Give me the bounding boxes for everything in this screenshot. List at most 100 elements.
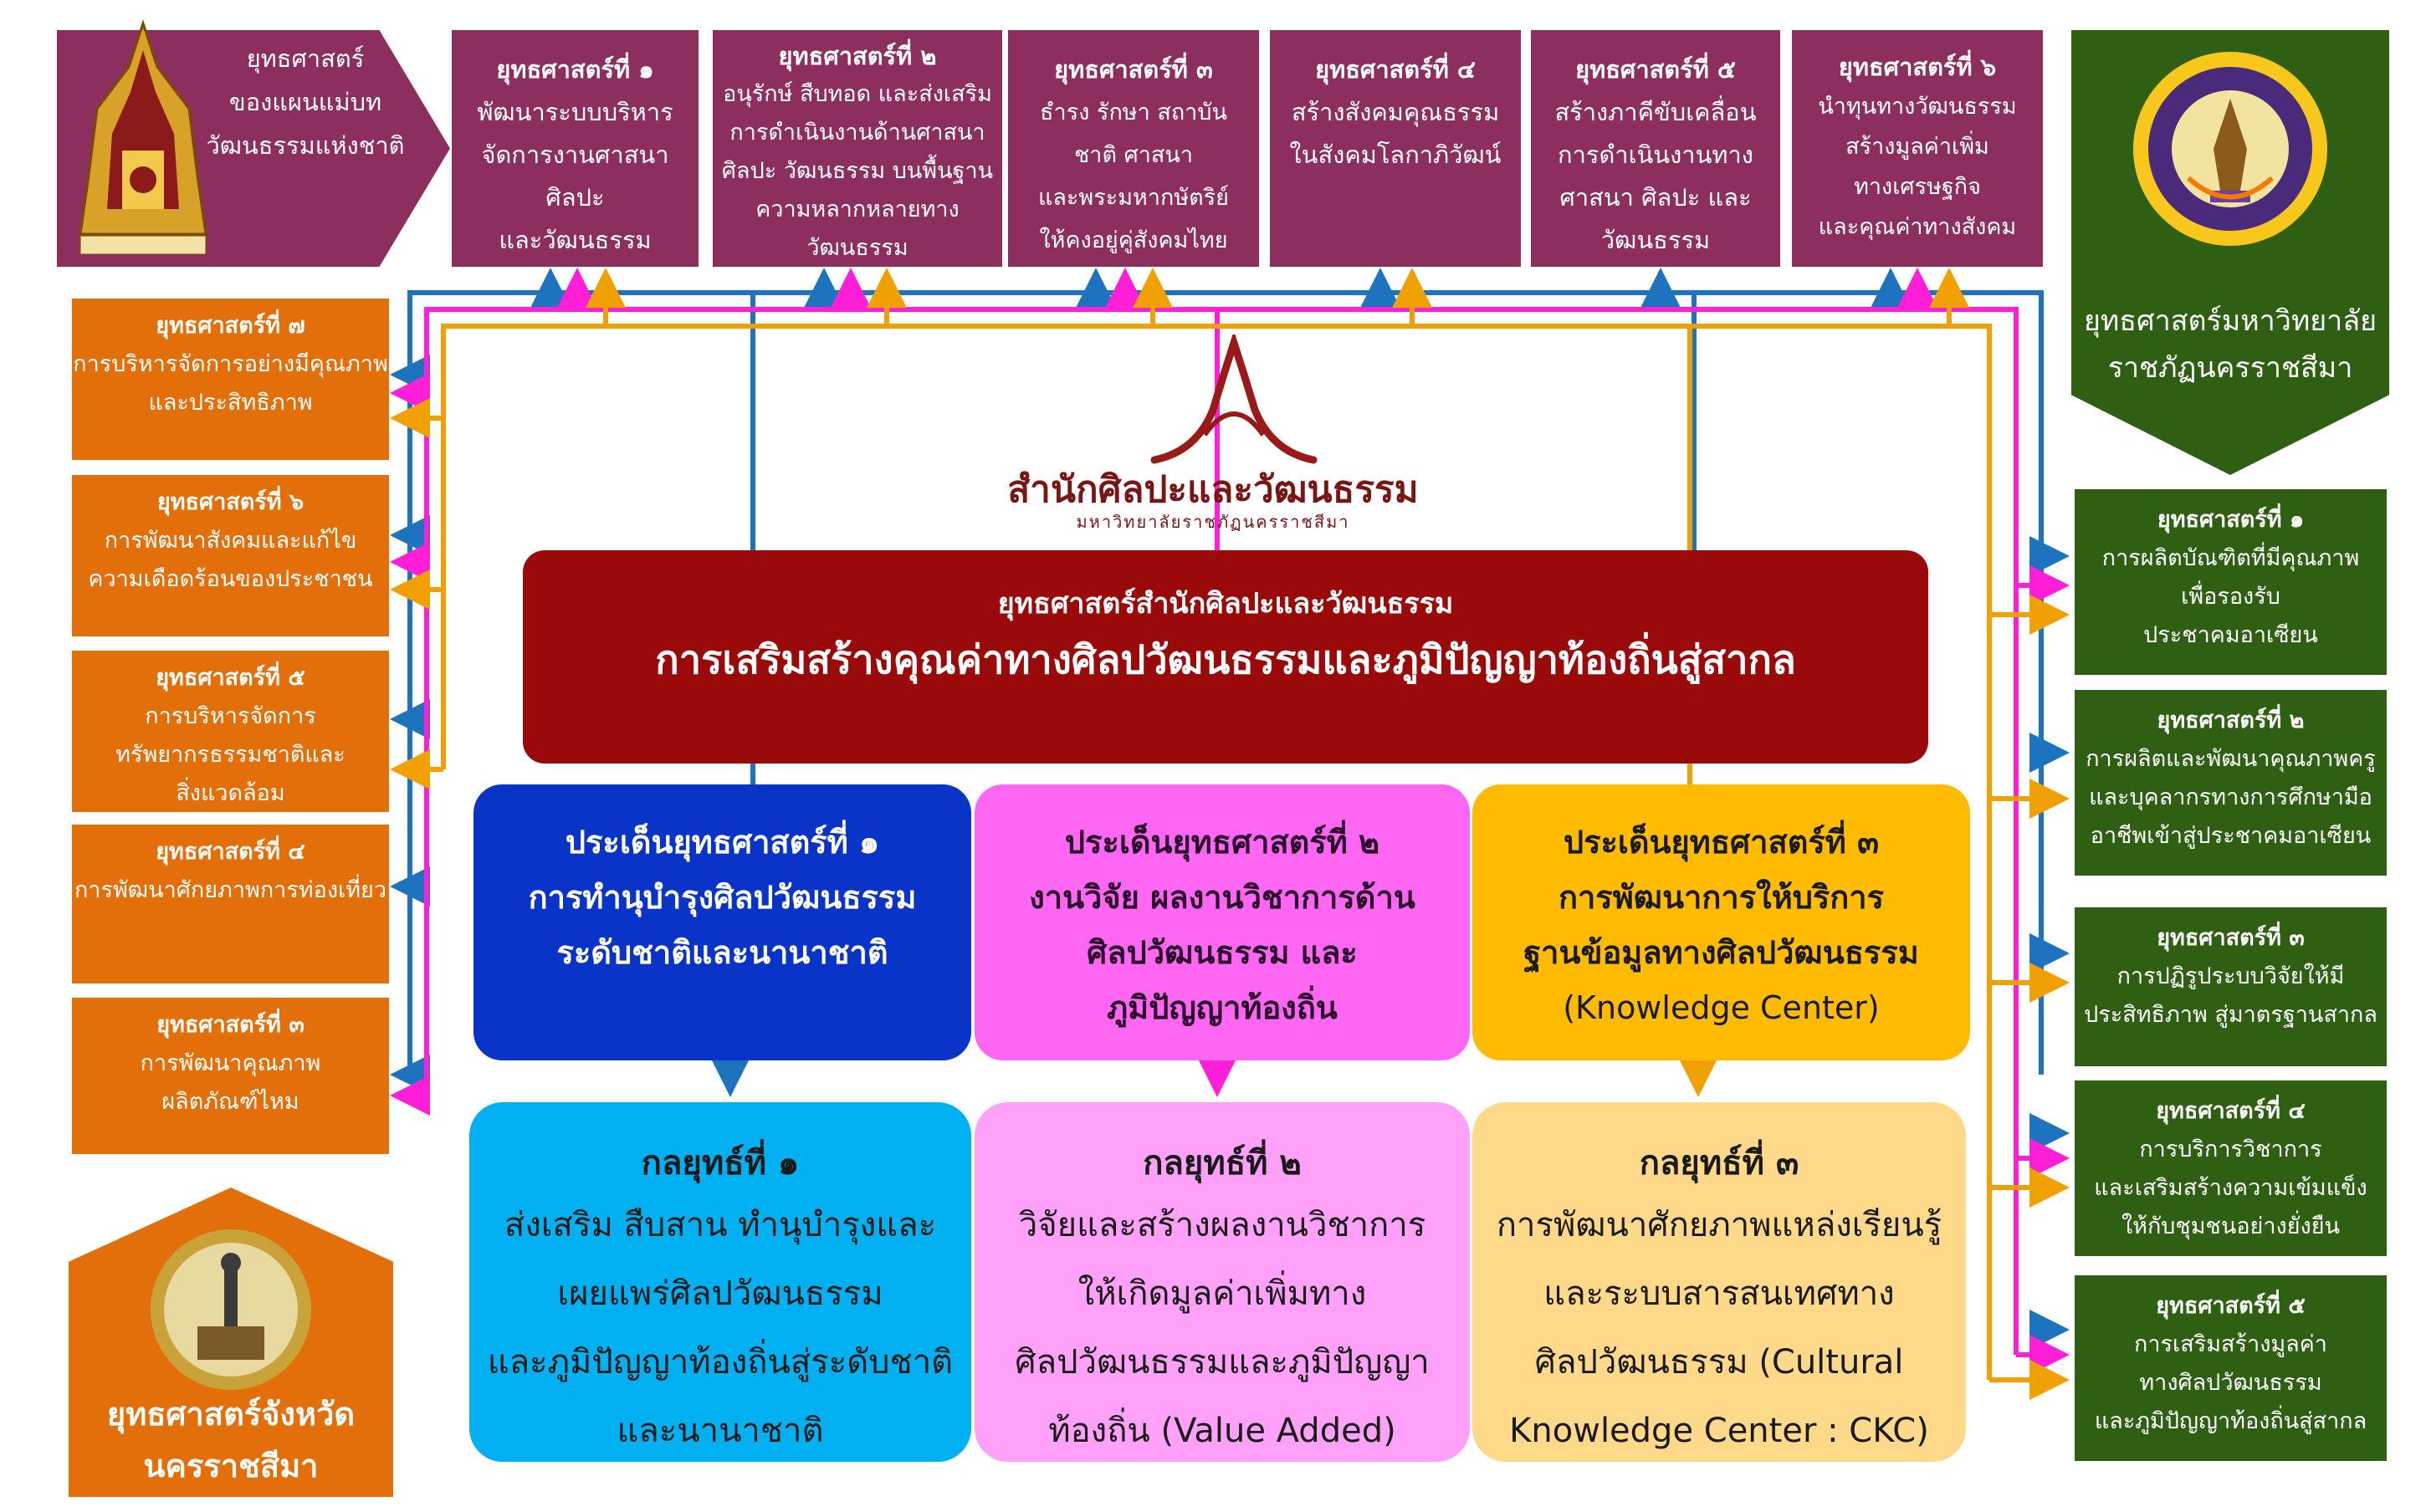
strategy-title: ยุทธศาสตร์ที่ ๒ [2157, 707, 2305, 733]
tactic-title: กลยุทธ์ที่ ๓ [1639, 1144, 1799, 1183]
strategy-title: ยุทธศาสตร์ที่ ๗ [156, 313, 305, 339]
strategy-line: ศาสนา ศิลปะ และ [1559, 183, 1752, 212]
issue-line: ประเด็นยุทธศาสตร์ที่ ๒ [1064, 824, 1380, 861]
strategic-issue-3: ประเด็นยุทธศาสตร์ที่ ๓ การพัฒนาการให้บริ… [1472, 784, 1970, 1060]
national-header-line: วัฒนธรรมแห่งชาติ [206, 131, 405, 160]
strategy-title: ยุทธศาสตร์ที่ ๑ [496, 55, 654, 84]
strategic-issue-1: ประเด็นยุทธศาสตร์ที่ ๑ การทำนุบำรุงศิลปว… [473, 784, 971, 1060]
strategy-line: สร้างภาคีขับเคลื่อน [1554, 98, 1757, 126]
strategic-issue-2: ประเด็นยุทธศาสตร์ที่ ๒ งานวิจัย ผลงานวิช… [975, 784, 1470, 1060]
strategy-title: ยุทธศาสตร์ที่ ๕ [156, 665, 305, 691]
strategy-line: ประสิทธิภาพ สู่มาตรฐานสากล [2084, 1002, 2377, 1028]
strategy-line: การดำเนินงานด้านศาสนา [729, 120, 985, 146]
strategy-line: การบริการวิชาการ [2139, 1137, 2322, 1162]
national-header-text: ยุทธศาสตร์ ของแผนแม่บท วัฒนธรรมแห่งชาติ [201, 37, 410, 167]
strategy-title: ยุทธศาสตร์ที่ ๓ [156, 1012, 305, 1038]
strategy-line: ให้กับชุมชนอย่างยั่งยืน [2121, 1213, 2341, 1239]
strategy-line: สิ่งแวดล้อม [176, 780, 285, 806]
province-strategy-6: ยุทธศาสตร์ที่ ๖ การพัฒนาสังคมและแก้ไข คว… [72, 475, 389, 636]
strategy-line: และคุณค่าทางสังคม [1818, 214, 2017, 240]
strategy-title: ยุทธศาสตร์ที่ ๑ [2157, 507, 2305, 533]
province-strategy-5: ยุทธศาสตร์ที่ ๕ การบริหารจัดการ ทรัพยากร… [72, 651, 389, 812]
university-seal-icon [2133, 52, 2327, 246]
province-strategy-4: ยุทธศาสตร์ที่ ๔ การพัฒนาศักยภาพการท่องเท… [72, 825, 389, 983]
strategy-line: ประชาคมอาเซียน [2143, 622, 2318, 648]
university-strategy-5: ยุทธศาสตร์ที่ ๕ การเสริมสร้างมูลค่า ทางศ… [2075, 1275, 2387, 1461]
strategy-line: ทางเศรษฐกิจ [1854, 174, 1981, 200]
strategy-line: ชาติ ศาสนา [1073, 142, 1193, 168]
university-label-line: ยุทธศาสตร์มหาวิทยาลัย [2083, 304, 2377, 338]
strategy-line: การปฏิรูประบบวิจัยให้มี [2116, 963, 2345, 989]
tactic-line: และนานาชาติ [617, 1412, 824, 1450]
office-strategy-label: ยุทธศาสตร์สำนักศิลปะและวัฒนธรรม [997, 587, 1454, 621]
strategy-line: ผลิตภัณฑ์ไหม [161, 1089, 299, 1115]
university-strategy-2: ยุทธศาสตร์ที่ ๒ การผลิตและพัฒนาคุณภาพครู… [2075, 690, 2387, 876]
office-logo-icon [1150, 335, 1318, 464]
strategy-line: การพัฒนาคุณภาพ [140, 1050, 321, 1076]
province-label-line: ยุทธศาสตร์จังหวัด [106, 1396, 356, 1433]
strategy-line: การบริหารจัดการ [145, 703, 316, 729]
issue-line: ประเด็นยุทธศาสตร์ที่ ๓ [1563, 824, 1880, 861]
strategy-line: อาชีพเข้าสู่ประชาคมอาเซียน [2090, 823, 2372, 849]
strategy-line: และพระมหากษัตริย์ [1037, 185, 1229, 211]
tactic-line: ศิลปวัฒนธรรมและภูมิปัญญา [1015, 1343, 1430, 1382]
strategy-line: และเสริมสร้างความเข้มแข็ง [2094, 1175, 2367, 1201]
strategy-title: ยุทธศาสตร์ที่ ๓ [2157, 925, 2305, 951]
strategy-line: ศิลปะ [545, 183, 605, 212]
tactic-line: ให้เกิดมูลค่าเพิ่มทาง [1077, 1274, 1367, 1313]
strategy-line: ให้คงอยู่คู่สังคมไทย [1039, 227, 1228, 253]
strategy-line: การผลิตบัณฑิตที่มีคุณภาพ [2101, 545, 2360, 571]
culture-ministry-seal-icon [79, 19, 207, 255]
strategy-line: ทางศิลปวัฒนธรรม [2139, 1370, 2322, 1396]
strategy-title: ยุทธศาสตร์ที่ ๔ [156, 839, 305, 865]
strategy-line: การพัฒนาศักยภาพการท่องเที่ยว [74, 877, 387, 903]
strategy-line: ศิลปะ วัฒนธรรม บนพื้นฐาน [721, 158, 994, 184]
strategy-line: ในสังคมโลกาภิวัฒน์ [1289, 140, 1502, 169]
issue-line: การพัฒนาการให้บริการ [1558, 879, 1885, 916]
university-strategy-3: ยุทธศาสตร์ที่ ๓ การปฏิรูประบบวิจัยให้มี … [2075, 907, 2387, 1066]
strategy-line: และวัฒนธรรม [499, 226, 652, 254]
office-strategy-banner: ยุทธศาสตร์สำนักศิลปะและวัฒนธรรม การเสริม… [523, 550, 1928, 764]
strategy-line: เพื่อรองรับ [2181, 584, 2280, 610]
strategy-line: วัฒนธรรม [806, 235, 908, 261]
national-header-line: ของแผนแม่บท [228, 88, 382, 116]
tactic-line: เผยแพร่ศิลปวัฒนธรรม [557, 1274, 883, 1313]
strategy-title: ยุทธศาสตร์ที่ ๔ [1315, 55, 1476, 84]
strategy-line: วัฒนธรรม [1600, 226, 1711, 254]
province-strategy-3: ยุทธศาสตร์ที่ ๓ การพัฒนาคุณภาพ ผลิตภัณฑ์… [72, 998, 389, 1154]
strategy-line: สร้างมูลค่าเพิ่ม [1845, 134, 1989, 160]
strategy-title: ยุทธศาสตร์ที่ ๕ [2156, 1293, 2306, 1319]
strategy-line: การดำเนินงานทาง [1558, 140, 1753, 169]
tactic-line: ศิลปวัฒนธรรม (Cultural [1534, 1343, 1904, 1382]
university-label-line: ราชภัฏนครราชสีมา [2107, 351, 2353, 385]
issue-line: ประเด็นยุทธศาสตร์ที่ ๑ [565, 824, 880, 861]
tactic-3: กลยุทธ์ที่ ๓ การพัฒนาศักยภาพแหล่งเรียนรู… [1472, 1102, 1966, 1462]
strategy-line: การผลิตและพัฒนาคุณภาพครู [2086, 746, 2376, 772]
university-header-text: ยุทธศาสตร์มหาวิทยาลัย ราชภัฏนครราชสีมา [2071, 298, 2389, 391]
strategy-line: นำทุนทางวัฒนธรรม [1818, 94, 2017, 120]
strategy-line: การพัฒนาสังคมและแก้ไข [104, 528, 357, 554]
strategy-line: การเสริมสร้างมูลค่า [2134, 1331, 2327, 1357]
tactic-2: กลยุทธ์ที่ ๒ วิจัยและสร้างผลงานวิชาการ ใ… [975, 1102, 1470, 1462]
strategy-title: ยุทธศาสตร์ที่ ๖ [156, 489, 305, 515]
national-strategy-1: ยุทธศาสตร์ที่ ๑ พัฒนาระบบบริหาร จัดการงา… [452, 30, 699, 267]
issue-line: ศิลปวัฒนธรรม และ [1087, 934, 1358, 971]
strategy-line: ความหลากหลายทาง [755, 197, 960, 222]
strategy-title: ยุทธศาสตร์ที่ ๒ [778, 42, 937, 70]
tactic-line: การพัฒนาศักยภาพแหล่งเรียนรู้ [1496, 1206, 1942, 1244]
province-strategy-7: ยุทธศาสตร์ที่ ๗ การบริหารจัดการอย่างมีคุ… [72, 299, 389, 460]
province-label-line: นครราชสีมา [143, 1448, 319, 1484]
tactic-line: และระบบสารสนเทศทาง [1543, 1274, 1895, 1313]
strategy-line: และประสิทธิภาพ [148, 390, 313, 416]
tactic-line: วิจัยและสร้างผลงานวิชาการ [1018, 1206, 1426, 1244]
issue-line: งานวิจัย ผลงานวิชาการด้าน [1029, 879, 1415, 916]
strategy-line: พัฒนาระบบบริหาร [477, 98, 673, 126]
national-strategy-3: ยุทธศาสตร์ที่ ๓ ธำรง รักษา สถาบัน ชาติ ศ… [1008, 30, 1259, 267]
issue-line: การทำนุบำรุงศิลปวัฒนธรรม [528, 879, 917, 916]
office-strategy-title: การเสริมสร้างคุณค่าทางศิลปวัฒนธรรมและภูม… [655, 637, 1796, 683]
strategy-title: ยุทธศาสตร์ที่ ๕ [1575, 55, 1736, 84]
tactic-line: Knowledge Center : CKC) [1509, 1412, 1929, 1450]
national-header-line: ยุทธศาสตร์ [246, 44, 365, 73]
strategy-title: ยุทธศาสตร์ที่ ๖ [1838, 53, 1997, 81]
